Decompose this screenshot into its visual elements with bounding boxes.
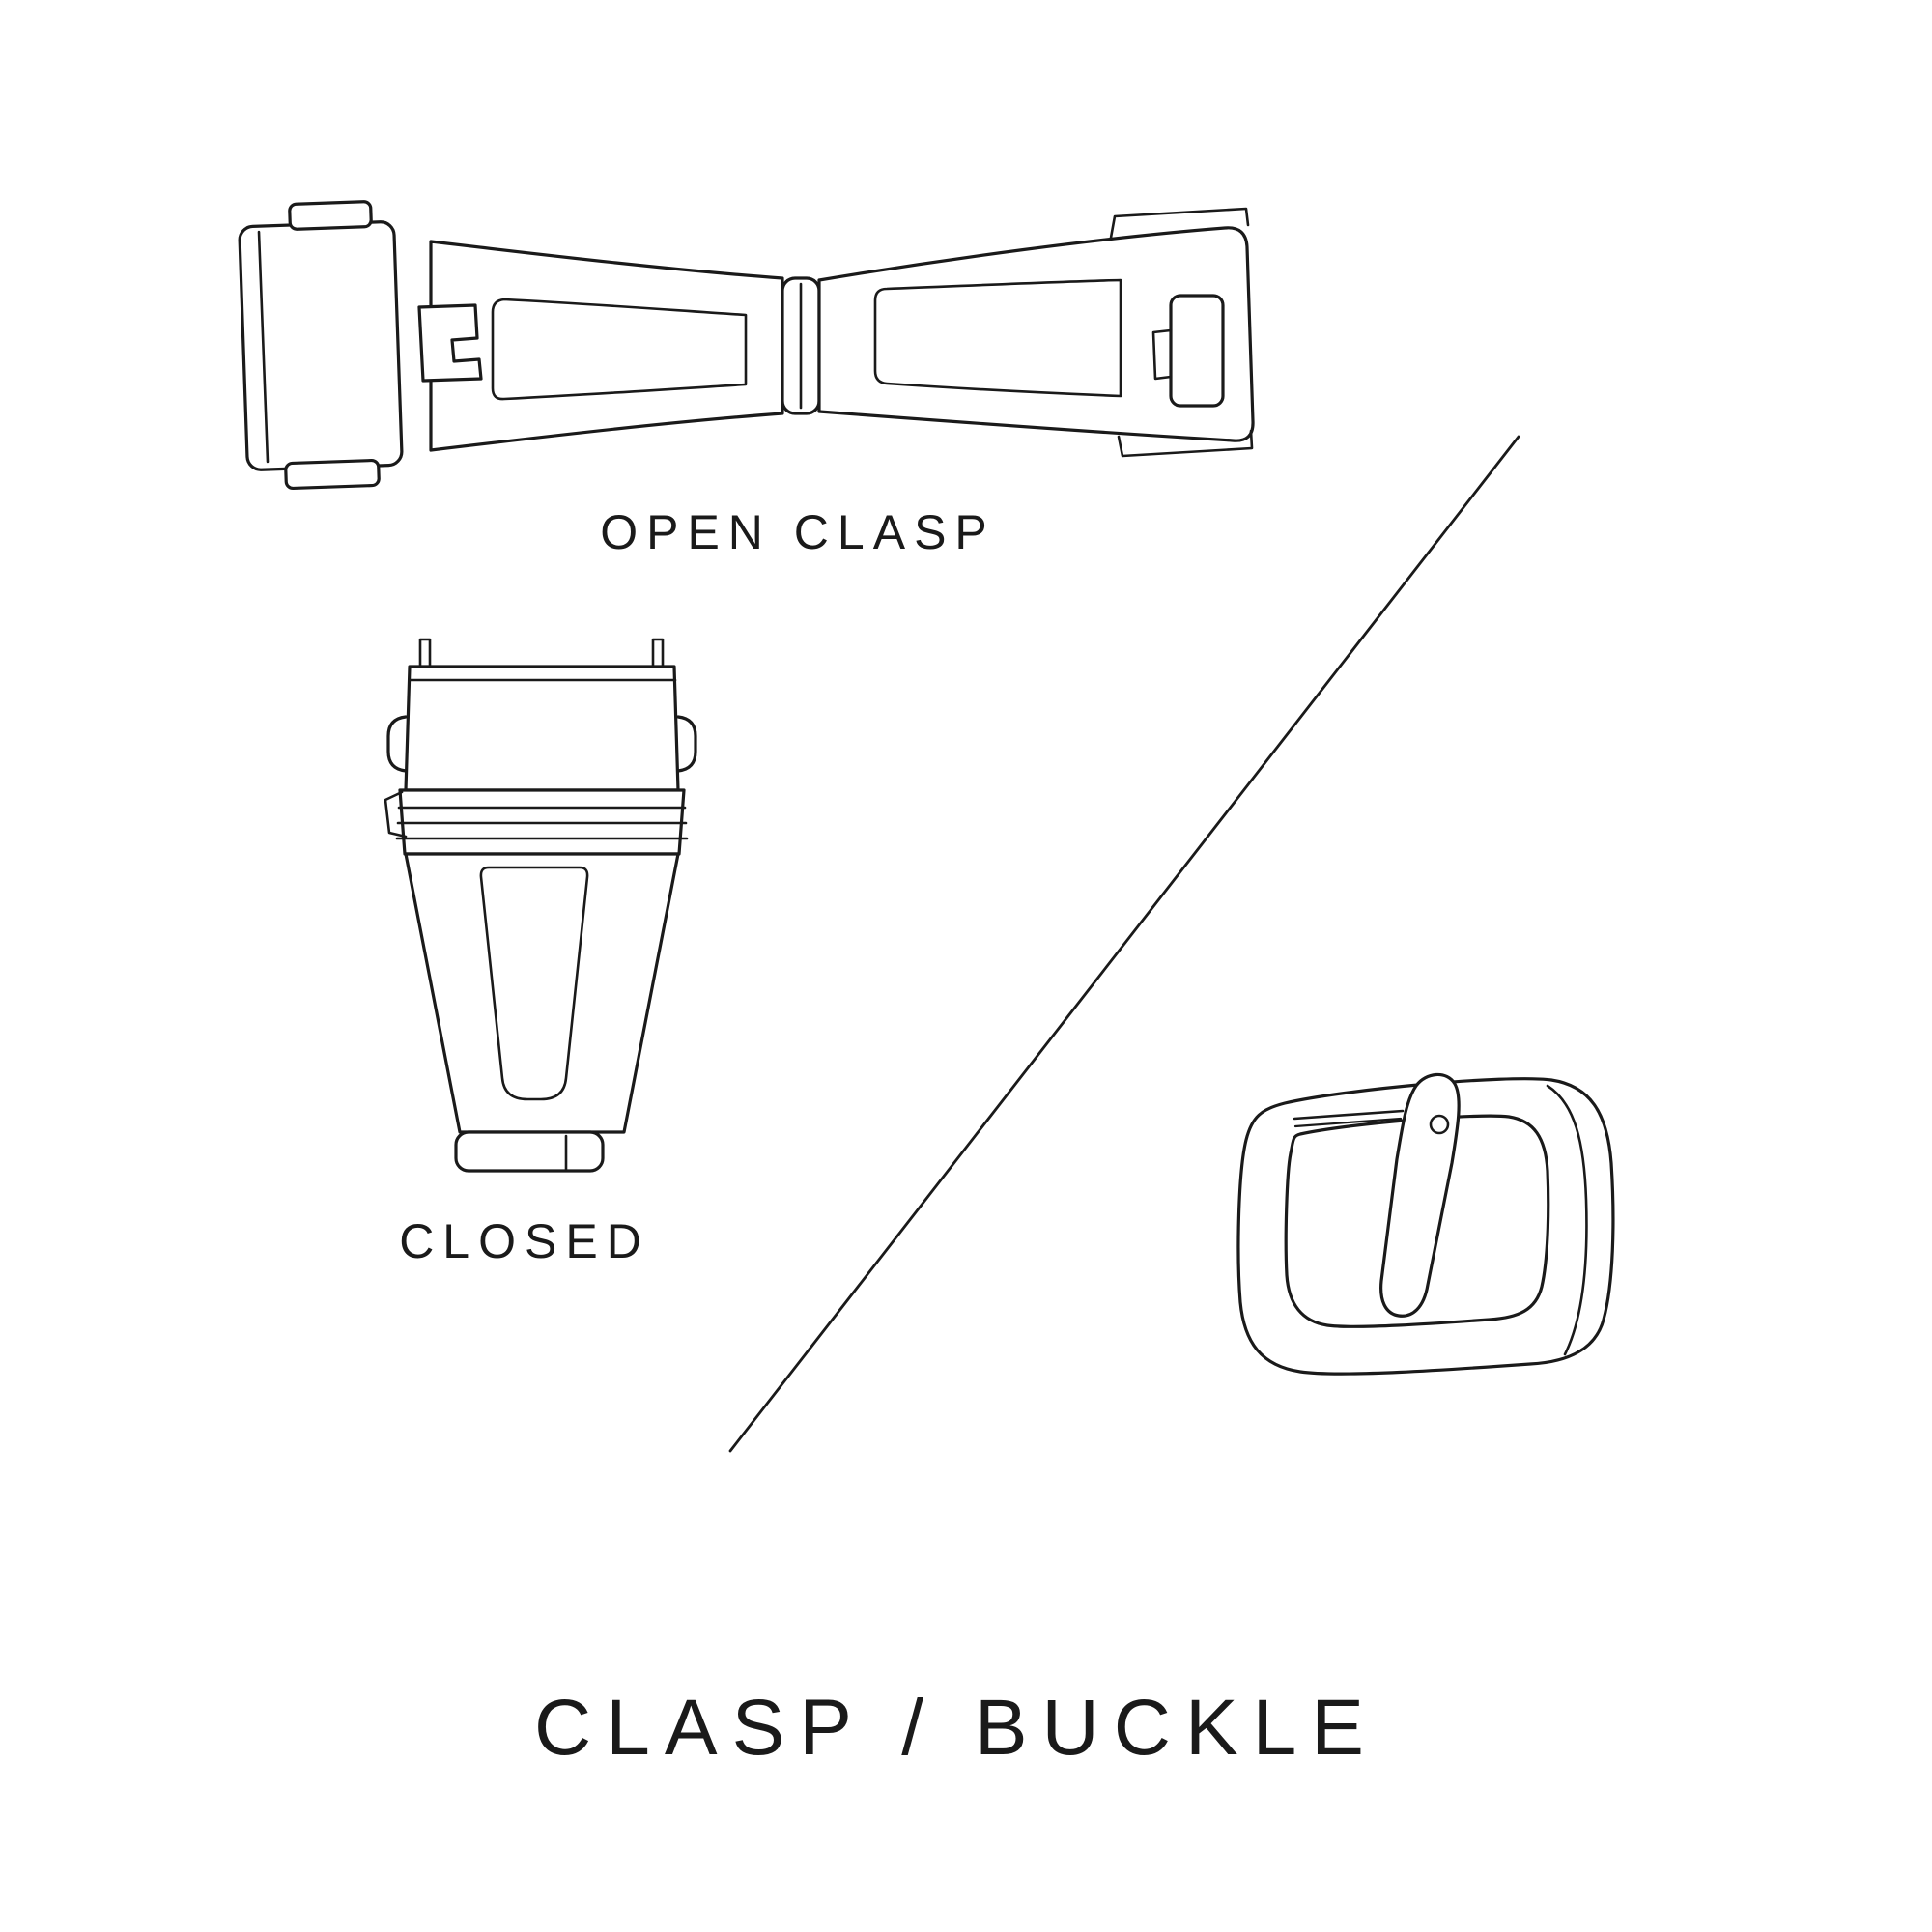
open-clasp-catch-notch: [1151, 328, 1173, 381]
open-clasp-left-top-tab: [288, 200, 373, 231]
closed-clasp-top-block: [404, 665, 680, 792]
open-clasp-left-arm-inset: [491, 298, 748, 401]
buckle-axle-lower: [1293, 1117, 1403, 1128]
open-clasp-left-block-inner-edge: [257, 230, 270, 464]
open-clasp-right-arm-inset: [873, 278, 1122, 398]
open-clasp-caption: OPEN CLASP: [600, 505, 996, 559]
open-clasp-illustration: [238, 200, 1255, 491]
divider-line: [728, 435, 1520, 1453]
closed-clasp-body-inset: [479, 866, 589, 1101]
open-clasp-left-bottom-tab: [284, 458, 381, 491]
closed-clasp-band-tab: [384, 790, 408, 838]
diagram-title: CLASP / BUCKLE: [534, 1684, 1378, 1772]
closed-clasp-right-ear: [676, 715, 697, 773]
buckle-inner-opening: [1284, 1114, 1550, 1328]
open-clasp-right-bottom-flange: [1117, 429, 1254, 458]
open-clasp-left-arm: [429, 240, 784, 452]
closed-clasp-illustration: [384, 638, 697, 1173]
closed-clasp-end-link: [454, 1130, 605, 1173]
buckle-tongue-ring: [1429, 1114, 1450, 1135]
closed-clasp-right-prong: [651, 638, 665, 668]
open-clasp-right-top-flange: [1109, 207, 1250, 240]
buckle-illustration: [1236, 1072, 1615, 1376]
closed-clasp-left-prong: [418, 638, 432, 668]
closed-clasp-body: [404, 852, 680, 1134]
closed-clasp-caption: CLOSED: [399, 1214, 650, 1268]
closed-clasp-left-ear: [386, 715, 408, 773]
buckle-right-edge-contour: [1546, 1084, 1588, 1356]
buckle-axle: [1293, 1109, 1405, 1121]
open-clasp-catch: [1169, 294, 1225, 408]
open-clasp-button-bracket: [417, 303, 483, 383]
buckle-tongue: [1379, 1072, 1461, 1318]
